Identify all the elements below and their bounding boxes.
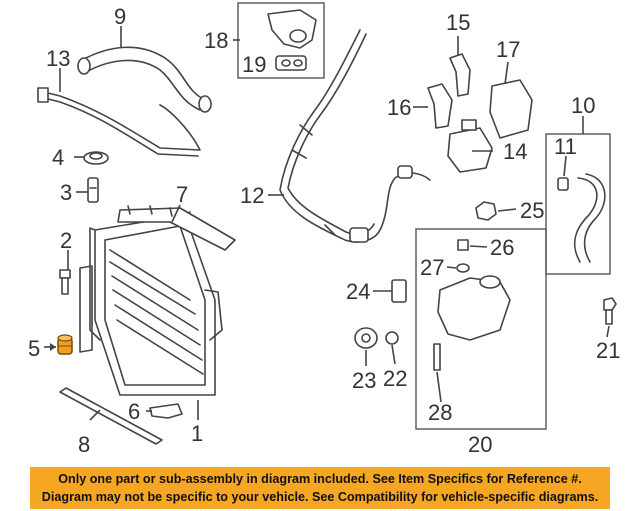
radiator-bracket bbox=[149, 403, 183, 419]
callout-12: 12 bbox=[240, 183, 264, 208]
callout-14: 14 bbox=[503, 139, 527, 164]
valve-14 bbox=[447, 119, 493, 173]
callout-19: 19 bbox=[242, 52, 266, 77]
hose-15 bbox=[449, 53, 471, 97]
disclaimer-line-2: Diagram may not be specific to your vehi… bbox=[41, 490, 599, 504]
callout-22: 22 bbox=[383, 366, 407, 391]
callout-23: 23 bbox=[352, 368, 376, 393]
leader-lines bbox=[44, 26, 610, 421]
callout-10: 10 bbox=[571, 93, 595, 118]
callout-16: 16 bbox=[387, 95, 411, 120]
callout-17: 17 bbox=[496, 37, 520, 62]
disclaimer-line-1: Only one part or sub-assembly in diagram… bbox=[58, 472, 582, 486]
callout-3: 3 bbox=[60, 180, 72, 205]
callout-20: 20 bbox=[468, 432, 492, 457]
hose-16 bbox=[427, 83, 453, 129]
callout-28: 28 bbox=[428, 400, 452, 425]
insulator-highlighted bbox=[57, 334, 73, 355]
callout-5: 5 bbox=[28, 336, 40, 361]
callout-21: 21 bbox=[596, 338, 620, 363]
bolt-21 bbox=[603, 297, 617, 325]
callout-2: 2 bbox=[60, 228, 72, 253]
coolant-reservoir-group bbox=[415, 228, 547, 430]
callout-24: 24 bbox=[346, 279, 370, 304]
callout-1: 1 bbox=[191, 421, 203, 446]
callout-18: 18 bbox=[204, 28, 228, 53]
callout-4: 4 bbox=[52, 145, 64, 170]
reservoir-17 bbox=[489, 79, 533, 139]
overflow-tube bbox=[37, 87, 201, 157]
callout-11: 11 bbox=[554, 134, 577, 159]
clip-3 bbox=[87, 177, 99, 203]
lower-hose-group bbox=[545, 133, 611, 275]
callout-27: 27 bbox=[420, 255, 444, 280]
radiator-support-bracket bbox=[117, 205, 236, 251]
callout-6: 6 bbox=[128, 399, 140, 424]
bolt-25 bbox=[475, 201, 497, 221]
sensor-24 bbox=[391, 279, 407, 303]
radiator bbox=[79, 211, 223, 396]
callout-numbers: 1 2 3 4 5 6 7 8 9 10 11 12 13 14 15 16 1… bbox=[28, 4, 620, 457]
bolt-2 bbox=[59, 269, 71, 295]
upper-radiator-hose bbox=[77, 46, 212, 113]
callout-9: 9 bbox=[114, 4, 126, 29]
parts-diagram: 1 2 3 4 5 6 7 8 9 10 11 12 13 14 15 16 1… bbox=[28, 2, 620, 457]
grommet-4 bbox=[83, 151, 109, 165]
clip-22 bbox=[385, 331, 399, 345]
callout-25: 25 bbox=[520, 198, 544, 223]
callout-5-arrowhead bbox=[50, 343, 56, 351]
heater-hose-assembly bbox=[279, 29, 431, 243]
seal-strip bbox=[59, 387, 163, 445]
disclaimer-banner: Only one part or sub-assembly in diagram… bbox=[30, 467, 610, 509]
thermostat-housing-group bbox=[237, 2, 325, 79]
callout-13: 13 bbox=[46, 46, 70, 71]
callout-7: 7 bbox=[176, 182, 188, 207]
callout-26: 26 bbox=[490, 235, 514, 260]
mount-23 bbox=[354, 327, 378, 349]
callout-8: 8 bbox=[78, 432, 90, 457]
callout-15: 15 bbox=[446, 10, 470, 35]
